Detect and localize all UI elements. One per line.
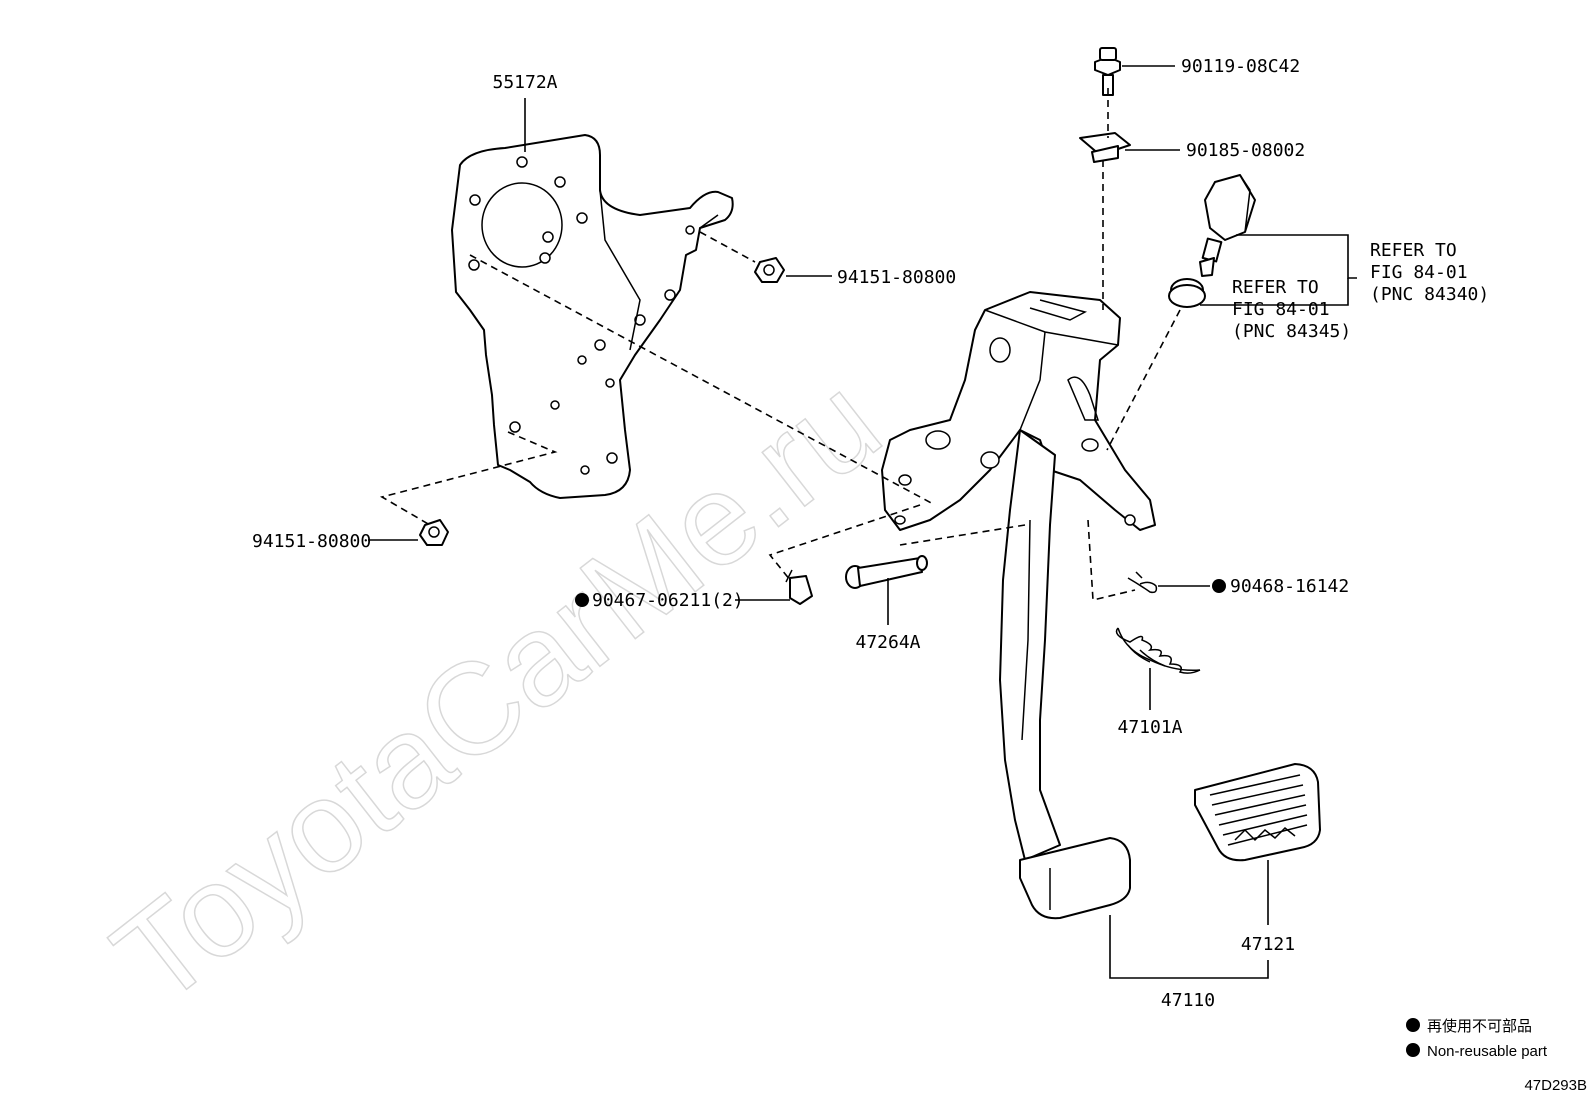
non-reusable-marker-bushing (575, 593, 589, 607)
refer-switch-line3: (PNC 84340) (1370, 284, 1489, 305)
legend-text-jp: 再使用不可部品 (1427, 1018, 1532, 1035)
callout-90185-08002: 90185-08002 (1186, 140, 1305, 161)
flange-nut-upper-part[interactable] (754, 257, 785, 283)
callout-47101A: 47101A (1117, 717, 1182, 738)
callout-90119-08C42: 90119-08C42 (1181, 56, 1300, 77)
callout-47110: 47110 (1161, 990, 1215, 1011)
pedal-bracket-part[interactable] (451, 134, 734, 499)
assembly-lines (379, 88, 1181, 601)
stop-cushion-part[interactable] (1168, 278, 1206, 308)
flange-bolt-part[interactable] (1094, 47, 1121, 96)
legend: 再使用不可部品 Non-reusable part (1406, 1018, 1548, 1060)
callout-47264A: 47264A (855, 632, 920, 653)
leader-lines (368, 65, 1357, 979)
legend-dot-en (1406, 1043, 1420, 1057)
clevis-pin-part[interactable] (845, 555, 928, 589)
figure-code: 47D293B (1524, 1077, 1587, 1094)
refer-switch-line2: FIG 84-01 (1370, 262, 1468, 283)
refer-cushion-line3: (PNC 84345) (1232, 321, 1351, 342)
legend-text-en: Non-reusable part (1427, 1043, 1548, 1060)
refer-block-cushion: REFER TO FIG 84-01 (PNC 84345) (1232, 277, 1351, 342)
cotter-clip-part[interactable] (1127, 571, 1158, 594)
callout-94151-80800-lower: 94151-80800 (252, 531, 371, 552)
callout-90467-06211: 90467-06211(2) (592, 590, 744, 611)
bushing-part[interactable] (785, 569, 813, 605)
refer-cushion-line1: REFER TO (1232, 277, 1319, 298)
pedal-pad-part[interactable] (1194, 763, 1321, 862)
non-reusable-marker-cotter (1212, 579, 1226, 593)
legend-dot-jp (1406, 1018, 1420, 1032)
callout-90468-16142: 90468-16142 (1230, 576, 1349, 597)
refer-switch-line1: REFER TO (1370, 240, 1457, 261)
refer-block-switch: REFER TO FIG 84-01 (PNC 84340) (1370, 240, 1489, 305)
callout-94151-80800-upper: 94151-80800 (837, 267, 956, 288)
refer-cushion-line2: FIG 84-01 (1232, 299, 1330, 320)
brake-pedal-part[interactable] (881, 291, 1156, 920)
callout-47121: 47121 (1241, 934, 1295, 955)
flange-nut-lower-part[interactable] (419, 519, 449, 546)
return-spring-part[interactable] (1115, 627, 1201, 674)
callout-55172A: 55172A (492, 72, 557, 93)
clip-nut-part[interactable] (1079, 132, 1131, 163)
stop-lamp-switch-part[interactable] (1199, 174, 1256, 277)
